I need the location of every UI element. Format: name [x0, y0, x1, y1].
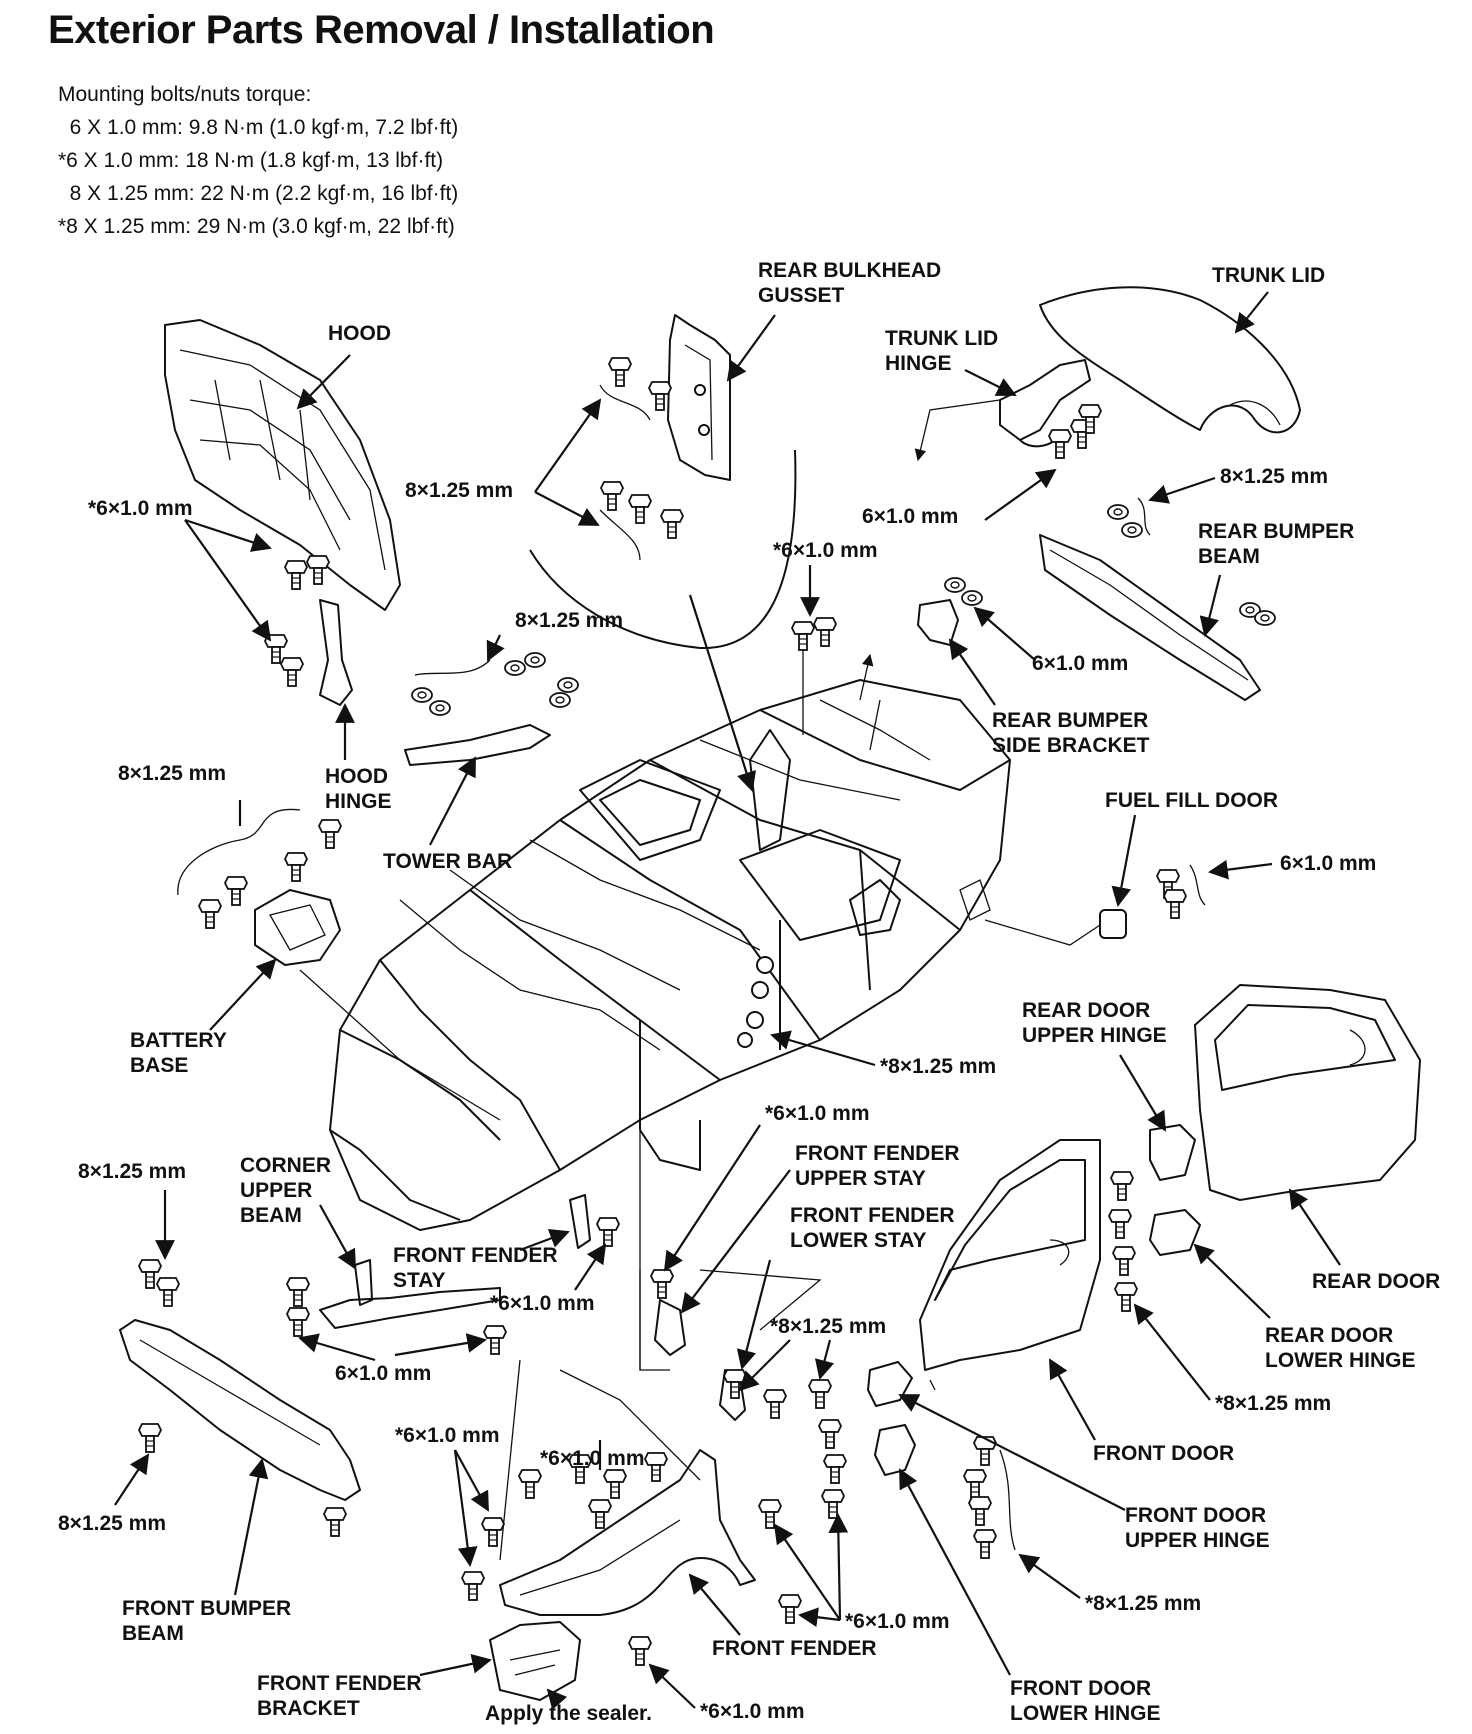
rear-bumper-side-bracket-part: 6×1.0 mm REAR BUMPER SIDE BRACKET — [917, 577, 1150, 757]
label-front-fender-upper-stay-1: FRONT FENDER — [795, 1142, 960, 1165]
spec-fender-upper-left: *6×1.0 mm — [395, 1424, 500, 1447]
torque-spec-table: Mounting bolts/nuts torque: 6 X 1.0 mm: … — [58, 78, 458, 243]
spec-rear-door-hinges: *8×1.25 mm — [1215, 1392, 1331, 1415]
spec-front-door-hinges: *8×1.25 mm — [1085, 1592, 1201, 1615]
battery-base-part: 8×1.25 mm BATTERY BASE — [118, 762, 342, 1077]
spec-fuel-fill-door: 6×1.0 mm — [1280, 852, 1376, 875]
label-trunk-lid-hinge-2: HINGE — [885, 352, 952, 375]
page-title: Exterior Parts Removal / Installation — [48, 8, 715, 52]
label-apply-sealer: Apply the sealer. — [485, 1702, 652, 1725]
label-front-fender-upper-stay-2: UPPER STAY — [795, 1167, 926, 1190]
label-rear-door-upper-hinge-1: REAR DOOR — [1022, 999, 1150, 1022]
label-rear-bumper-side-bracket-2: SIDE BRACKET — [992, 734, 1150, 757]
trunk-lid-part: TRUNK LID — [1039, 264, 1325, 434]
label-trunk-lid: TRUNK LID — [1212, 264, 1325, 287]
torque-row: 8 X 1.25 mm: 22 N·m (2.2 kgf·m, 16 lbf·f… — [58, 182, 459, 205]
spec-gusset-bolts: 8×1.25 mm — [405, 479, 513, 502]
spec-side-bracket: 6×1.0 mm — [1032, 652, 1128, 675]
label-fuel-fill-door: FUEL FILL DOOR — [1105, 789, 1278, 812]
rear-bumper-beam-part: 8×1.25 mm REAR BUMPER BEAM — [1039, 465, 1354, 701]
label-front-bumper-beam-1: FRONT BUMPER — [122, 1597, 291, 1620]
torque-heading: Mounting bolts/nuts torque: — [58, 83, 312, 106]
front-door-part: FRONT DOOR — [919, 1139, 1234, 1465]
front-fender-bracket-part: FRONT FENDER BRACKET Apply the sealer. — [257, 1621, 652, 1725]
leader-connect-lines — [299, 699, 881, 1561]
label-front-door-lower-hinge-2: LOWER HINGE — [1010, 1702, 1161, 1725]
label-rear-bumper-beam-1: REAR BUMPER — [1198, 520, 1354, 543]
spec-roof-bolts: *6×1.0 mm — [773, 539, 878, 562]
label-front-fender-lower-stay-1: FRONT FENDER — [790, 1204, 955, 1227]
label-hood: HOOD — [328, 322, 391, 345]
label-hood-hinge-2: HINGE — [325, 790, 392, 813]
spec-fender-bottom: *6×1.0 mm — [700, 1700, 805, 1723]
front-fender-part: *6×1.0 mm *6×1.0 mm *6×1.0 mm FRONT FEND… — [395, 1424, 950, 1723]
label-battery-base-2: BASE — [130, 1054, 188, 1077]
spec-fender-rear-bolts: *6×1.0 mm — [845, 1610, 950, 1633]
front-bumper-beam-part: 8×1.25 mm 8×1.25 mm FRONT BUMPER BEAM — [58, 1160, 361, 1645]
label-rear-bulkhead-gusset-2: GUSSET — [758, 284, 845, 307]
spec-fender-lower-bolts: *8×1.25 mm — [770, 1315, 886, 1338]
label-front-door: FRONT DOOR — [1093, 1442, 1234, 1465]
label-front-fender: FRONT FENDER — [712, 1637, 877, 1660]
label-front-fender-lower-stay-2: LOWER STAY — [790, 1229, 927, 1252]
spec-trunk-hinge: 6×1.0 mm — [862, 505, 958, 528]
label-rear-door-lower-hinge-2: LOWER HINGE — [1265, 1349, 1416, 1372]
label-front-door-lower-hinge-1: FRONT DOOR — [1010, 1677, 1151, 1700]
spec-rear-bumper: 8×1.25 mm — [1220, 465, 1328, 488]
tower-bar-part: 8×1.25 mm TOWER BAR — [383, 609, 623, 873]
spec-corner-beam: 6×1.0 mm — [335, 1362, 431, 1385]
label-tower-bar: TOWER BAR — [383, 850, 512, 873]
label-corner-upper-beam-2: UPPER — [240, 1179, 312, 1202]
spec-b-pillar: *8×1.25 mm — [880, 1055, 996, 1078]
spec-front-bumper-upper: 8×1.25 mm — [78, 1160, 186, 1183]
label-corner-upper-beam-1: CORNER — [240, 1154, 331, 1177]
label-battery-base-1: BATTERY — [130, 1029, 227, 1052]
label-front-fender-stay-2: STAY — [393, 1269, 446, 1292]
torque-row: *6 X 1.0 mm: 18 N·m (1.8 kgf·m, 13 lbf·f… — [58, 149, 444, 172]
label-front-door-upper-hinge-2: UPPER HINGE — [1125, 1529, 1270, 1552]
label-rear-door: REAR DOOR — [1312, 1270, 1440, 1293]
hood-hinge-part: *6×1.0 mm HOOD HINGE — [88, 497, 392, 813]
label-front-fender-stay-1: FRONT FENDER — [393, 1244, 558, 1267]
label-front-fender-bracket-2: BRACKET — [257, 1697, 360, 1720]
spec-fender-stay: *6×1.0 mm — [490, 1292, 595, 1315]
front-fender-stays: *6×1.0 mm FRONT FENDER UPPER STAY FRONT … — [639, 1102, 960, 1624]
label-rear-bumper-side-bracket-1: REAR BUMPER — [992, 709, 1148, 732]
label-corner-upper-beam-3: BEAM — [240, 1204, 302, 1227]
car-body-shell — [329, 679, 1011, 1231]
spec-hood-bolts: *6×1.0 mm — [88, 497, 193, 520]
torque-row: 6 X 1.0 mm: 9.8 N·m (1.0 kgf·m, 7.2 lbf·… — [58, 116, 459, 139]
rear-door-hinges: REAR DOOR UPPER HINGE REAR DOOR LOWER HI… — [1022, 999, 1416, 1415]
label-rear-bumper-beam-2: BEAM — [1198, 545, 1260, 568]
rear-door-part: REAR DOOR — [1194, 984, 1440, 1293]
torque-row: *8 X 1.25 mm: 29 N·m (3.0 kgf·m, 22 lbf·… — [58, 215, 455, 238]
rear-bulkhead-gusset-detail: REAR BULKHEAD GUSSET 8×1.25 mm — [405, 259, 941, 792]
label-front-door-upper-hinge-1: FRONT DOOR — [1125, 1504, 1266, 1527]
label-rear-bulkhead-gusset-1: REAR BULKHEAD — [758, 259, 941, 282]
spec-fender-upper-mid: *6×1.0 mm — [540, 1447, 645, 1470]
label-front-fender-bracket-1: FRONT FENDER — [257, 1672, 422, 1695]
spec-battery-base: 8×1.25 mm — [118, 762, 226, 785]
b-pillar-spec: *8×1.25 mm — [770, 1030, 996, 1078]
label-rear-door-lower-hinge-1: REAR DOOR — [1265, 1324, 1393, 1347]
corner-upper-beam-part: CORNER UPPER BEAM 6×1.0 mm FRONT FENDER … — [240, 1154, 620, 1385]
label-rear-door-upper-hinge-2: UPPER HINGE — [1022, 1024, 1167, 1047]
label-front-bumper-beam-2: BEAM — [122, 1622, 184, 1645]
spec-fender-stay-bolts: *6×1.0 mm — [765, 1102, 870, 1125]
front-door-hinges: FRONT DOOR UPPER HINGE *8×1.25 mm FRONT … — [867, 1361, 1270, 1725]
label-trunk-lid-hinge-1: TRUNK LID — [885, 327, 998, 350]
hood-part: HOOD — [164, 319, 401, 611]
spec-front-bumper-lower: 8×1.25 mm — [58, 1512, 166, 1535]
roof-bolts: *6×1.0 mm — [773, 539, 878, 735]
label-hood-hinge-1: HOOD — [325, 765, 388, 788]
fuel-fill-door-part: FUEL FILL DOOR 6×1.0 mm — [984, 789, 1376, 946]
trunk-lid-hinge-part: TRUNK LID HINGE 6×1.0 mm — [862, 327, 1102, 528]
